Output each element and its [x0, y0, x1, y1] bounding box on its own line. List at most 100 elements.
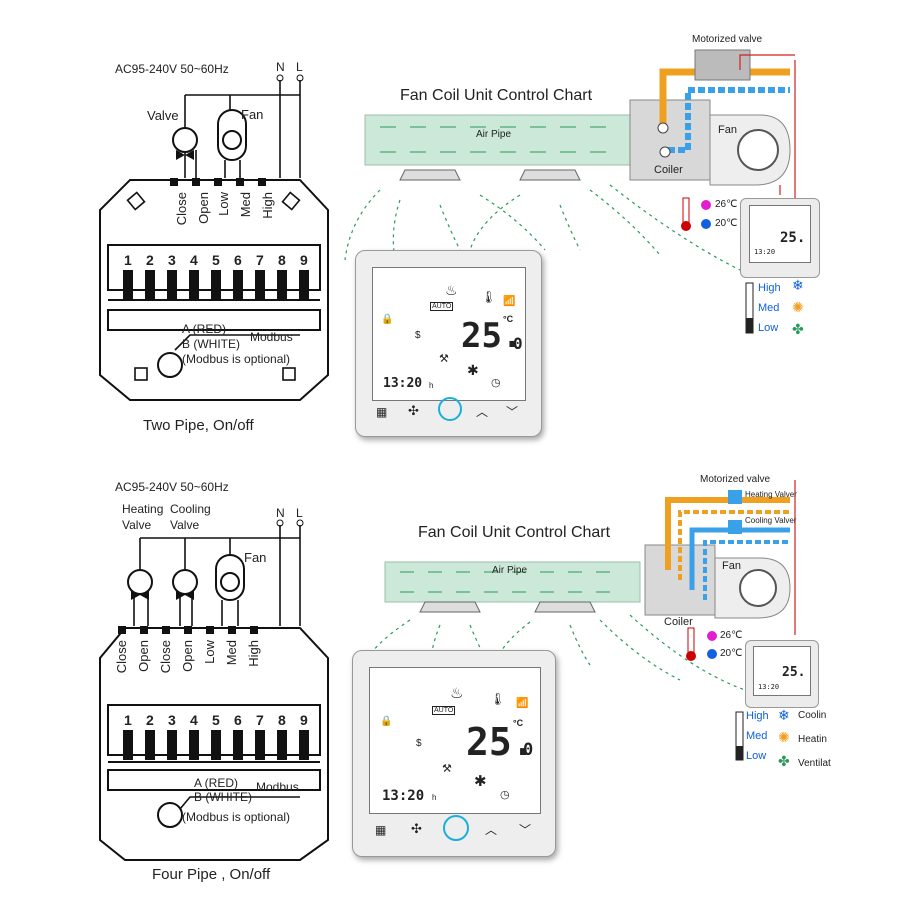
terminal-label: Close	[158, 640, 173, 674]
modbus-b-label: B (WHITE)	[182, 337, 240, 351]
menu-button[interactable]: ▦	[375, 823, 387, 837]
wifi-icon: 📶	[516, 698, 529, 709]
terminal-label: Low	[202, 640, 217, 664]
temperature-unit: °C	[513, 718, 524, 728]
lock-icon: 🔒	[381, 314, 394, 325]
modbus-port-icon	[157, 802, 183, 828]
terminal-number: 9	[300, 712, 308, 728]
motorized-valve-label: Motorized valve	[692, 34, 763, 45]
terminal-label: Open	[196, 192, 211, 224]
timer-icon: ◷	[491, 377, 501, 389]
cooling-valve-icon	[172, 569, 198, 595]
thermometer-icon: 🌡	[481, 290, 497, 304]
air-pipe-label: Air Pipe	[492, 565, 528, 576]
chart-title: Fan Coil Unit Control Chart	[400, 87, 593, 104]
terminal-number: 7	[256, 252, 264, 268]
cooling-valve-label-2: Valve	[170, 518, 200, 532]
speed-high-label: High	[758, 282, 781, 294]
live-label: L	[296, 60, 303, 74]
cooling-valver-label: Cooling Valver	[745, 516, 797, 525]
terminal-number: 8	[278, 252, 286, 268]
terminal-number: 2	[146, 252, 154, 268]
neutral-label: N	[276, 60, 285, 74]
power-button[interactable]	[443, 815, 469, 841]
heating-valver-icon	[728, 490, 742, 504]
terminal-number: 6	[234, 712, 242, 728]
air-pipe-label: Air Pipe	[476, 129, 512, 140]
svg-text:✤: ✤	[792, 321, 804, 337]
valve-status-icon: ⚒	[442, 763, 452, 775]
svg-text:❄: ❄	[792, 277, 804, 293]
thermometer-icon: 🌡	[490, 692, 506, 706]
unit-fan-label: Fan	[722, 560, 741, 572]
modbus-b-label: B (WHITE)	[194, 790, 252, 804]
temp-26-label: 26℃	[715, 199, 738, 210]
down-button[interactable]: ﹀	[506, 405, 519, 419]
fan-button[interactable]: ✣	[408, 403, 419, 418]
up-button[interactable]: ︿	[485, 823, 498, 837]
cooling-valve-label: Cooling	[170, 502, 211, 516]
terminal-number: 9	[300, 252, 308, 268]
fan-button[interactable]: ✣	[411, 821, 422, 836]
terminal-label: Med	[224, 640, 239, 666]
timer-icon: ◷	[500, 789, 510, 801]
temperature-unit: °C	[503, 314, 514, 324]
temp-26-label: 26℃	[720, 630, 743, 641]
speed-high-label: High	[746, 710, 769, 722]
menu-button[interactable]: ▦	[376, 405, 388, 419]
auto-badge: AUTO	[430, 302, 454, 311]
modbus-a-label: A (RED)	[182, 322, 227, 336]
temperature-decimal: 0	[523, 740, 534, 760]
coiler-label: Coiler	[654, 164, 683, 176]
fan-label: Fan	[241, 107, 264, 122]
speed-med-label: Med	[758, 302, 780, 314]
modbus-port-icon	[157, 352, 183, 378]
fan-motor-icon	[222, 130, 242, 150]
thermostat-screen: AUTO ♨ 🌡 📶 🔒 $ ⚒ 25. 0 °C ✱ 13:20 h ◷	[369, 667, 541, 814]
up-button[interactable]: ︿	[476, 405, 489, 419]
lock-icon: 🔒	[380, 716, 393, 727]
power-spec: AC95-240V 50~60Hz	[115, 62, 229, 76]
valve-icon	[172, 127, 198, 153]
clock-hour-suffix: h	[429, 381, 434, 390]
snowflake-icon: ✱	[467, 362, 479, 378]
two-pipe-panel: ❄ ✺ ✤ AC95-240V 50~60Hz N L Valve Fan Cl…	[99, 34, 820, 437]
two-pipe-wiring-diagram: ❄ ✺ ✤	[99, 49, 804, 401]
terminal-label: High	[260, 192, 275, 219]
thermostat-device: AUTO ♨ 🌡 📶 🔒 $ ⚒ 25. 0 °C ✱ 13:20 h ◷ ▦ …	[352, 650, 556, 857]
terminal-label: Med	[238, 192, 253, 218]
terminal-label: Open	[180, 640, 195, 672]
valve-status-icon: ⚒	[439, 353, 449, 365]
chart-title: Fan Coil Unit Control Chart	[418, 524, 611, 541]
speed-low-label: Low	[746, 750, 767, 762]
clock-readout: 13:20	[383, 376, 423, 391]
heating-valve-label-2: Valve	[122, 518, 152, 532]
mini-clock: 13:20	[758, 683, 780, 691]
terminal-number: 4	[190, 712, 198, 728]
svg-text:✺: ✺	[792, 299, 804, 315]
terminal-number: 3	[168, 712, 176, 728]
money-icon: $	[415, 330, 421, 341]
terminal-number: 3	[168, 252, 176, 268]
modbus-optional-note: (Modbus is optional)	[182, 810, 291, 824]
down-button[interactable]: ﹀	[519, 823, 532, 837]
cooling-valver-icon	[728, 520, 742, 534]
speed-med-label: Med	[746, 730, 768, 742]
mini-clock: 13:20	[754, 248, 776, 256]
neutral-label: N	[276, 506, 285, 520]
temperature-readout: 25.	[466, 720, 535, 764]
unit-fan-icon	[739, 569, 777, 607]
terminal-label: Close	[174, 192, 189, 226]
valve-label: Valve	[147, 108, 179, 123]
svg-text:❄: ❄	[778, 707, 790, 723]
svg-text:✤: ✤	[778, 753, 790, 769]
mode-ventilation-label: Ventilat	[798, 758, 831, 769]
thermostat-device: AUTO ♨ 🌡 📶 🔒 $ ⚒ 25. 0 °C ✱ 13:20 h ◷ ▦ …	[355, 250, 542, 437]
clock-hour-suffix: h	[432, 793, 437, 802]
unit-fan-label: Fan	[718, 124, 737, 136]
power-button[interactable]	[438, 397, 462, 421]
speed-low-label: Low	[758, 322, 779, 334]
snowflake-icon: ✱	[474, 773, 487, 790]
terminal-number: 5	[212, 712, 220, 728]
terminal-label: High	[246, 640, 261, 667]
